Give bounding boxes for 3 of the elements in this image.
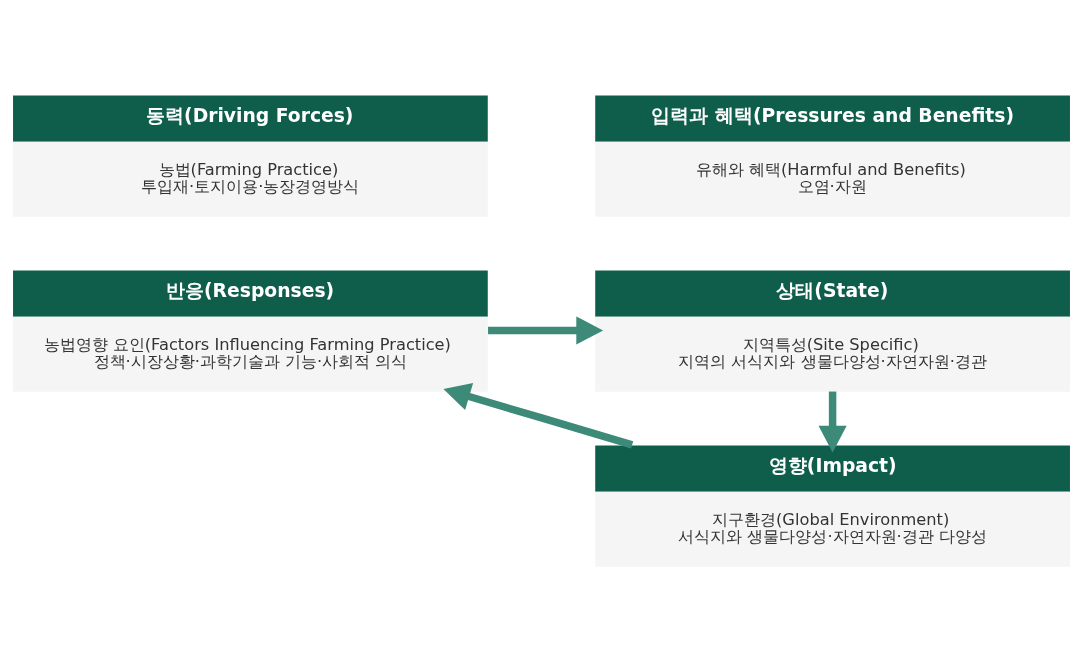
arrow: [443, 382, 634, 448]
arrow: [488, 315, 604, 345]
arrow: [818, 391, 847, 452]
